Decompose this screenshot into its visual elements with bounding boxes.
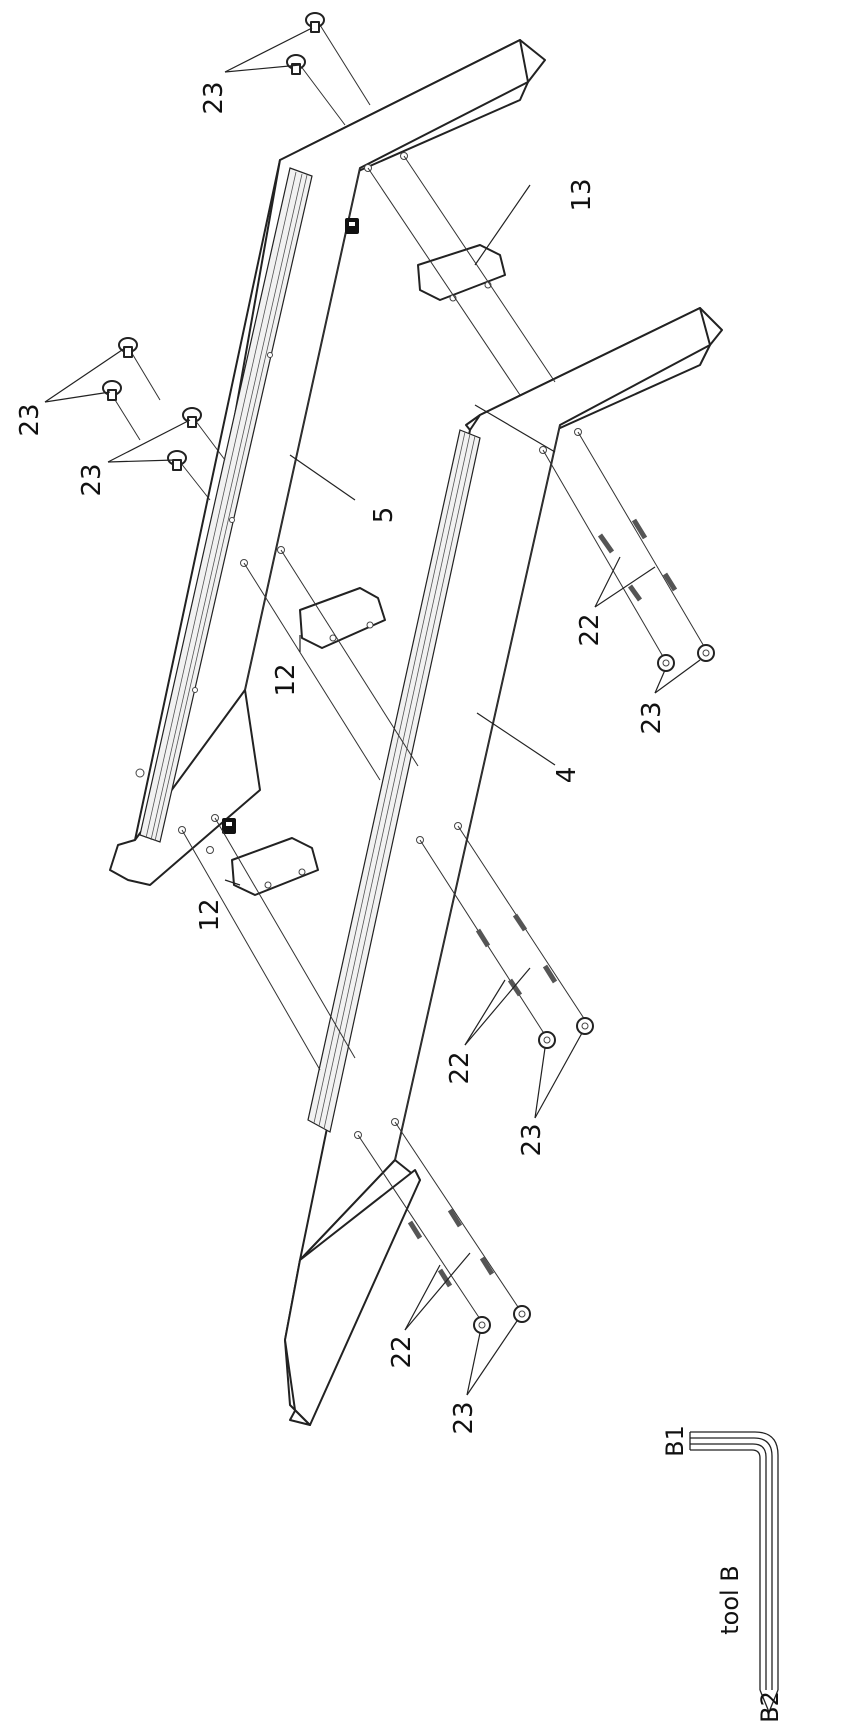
label-part-22-mid: 22	[445, 1051, 475, 1084]
frame-part-4	[284, 307, 723, 1426]
rods-part-22-left	[357, 1121, 521, 1323]
label-part-23-bottom-mid: 23	[517, 1123, 547, 1156]
label-part-4: 4	[552, 767, 582, 784]
label-part-12-left: 12	[195, 898, 225, 931]
label-part-22-right: 22	[575, 613, 605, 646]
screws-part-23	[102, 12, 715, 1334]
frame-part-5	[109, 39, 546, 886]
tool-b-hex-key: B1 tool B B2	[661, 1425, 784, 1723]
tool-end-b2-label: B2	[756, 1691, 784, 1723]
part-callouts: 23 23 23 13 5 12 12 4 22 23 22 23 22 23	[15, 81, 667, 1434]
rods-part-22-mid	[419, 825, 586, 1036]
label-part-23-bottom-left: 23	[449, 1401, 479, 1434]
spacer-part-12-mid	[299, 587, 386, 649]
assembly-guide-lines	[111, 24, 556, 1071]
label-part-23-top-right: 23	[199, 81, 229, 114]
tool-name-label: tool B	[716, 1565, 744, 1635]
spacer-part-12-left	[231, 837, 319, 896]
label-part-12-mid: 12	[271, 663, 301, 696]
label-part-23-top-left: 23	[15, 403, 45, 436]
spacer-part-13	[417, 244, 506, 302]
label-part-5: 5	[369, 507, 399, 524]
rods-part-22-right	[542, 431, 706, 661]
label-part-23-bottom-right: 23	[637, 701, 667, 734]
label-part-23-top-mid: 23	[77, 463, 107, 496]
label-part-13: 13	[567, 178, 597, 211]
leader-lines	[44, 27, 701, 1396]
label-part-22-left: 22	[387, 1335, 417, 1368]
tool-end-b1-label: B1	[661, 1425, 689, 1457]
